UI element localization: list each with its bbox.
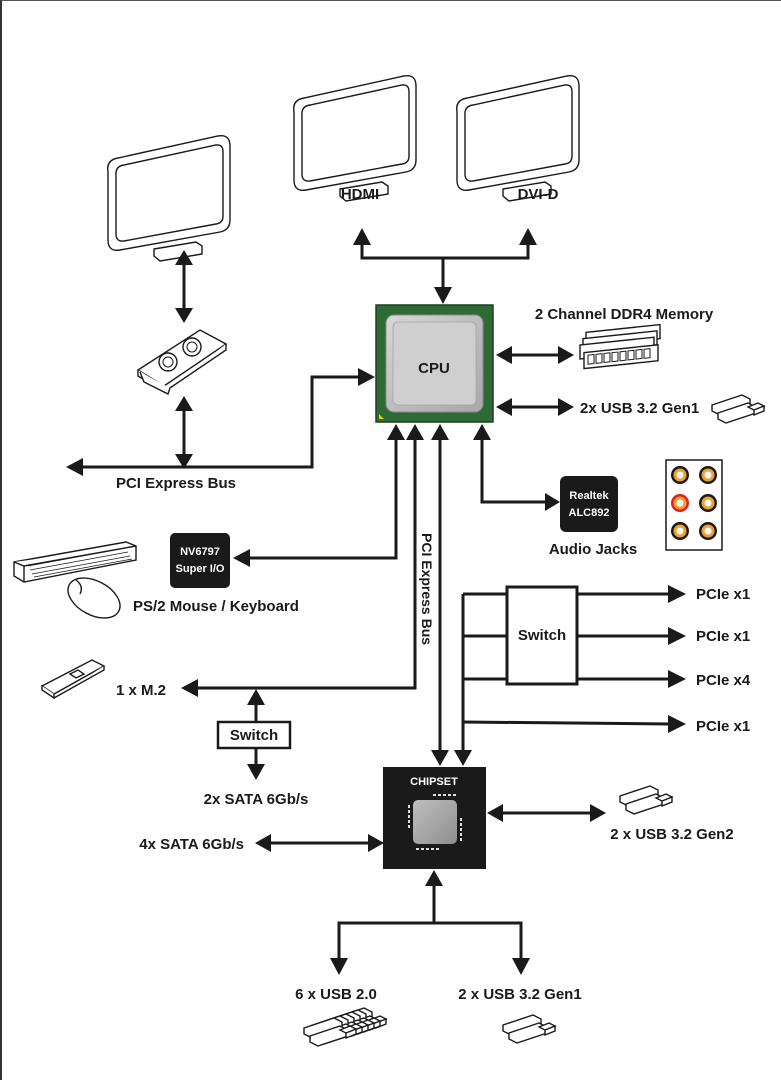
- monitor-dvid: [456, 75, 580, 202]
- usb20-sticks-icon: [303, 1007, 387, 1047]
- m2-ssd-icon: [40, 659, 106, 700]
- pcie-to-m2-link: [181, 424, 424, 697]
- monitor-hdmi: [293, 75, 417, 202]
- m2-sata-switch: Switch: [216, 689, 292, 780]
- audio-jacks-panel: [665, 459, 723, 551]
- pcie-slot-2-label: PCIe x1: [696, 628, 750, 645]
- superio-link: [233, 424, 405, 567]
- memory-link: [496, 346, 574, 364]
- audio-jack-hole: [704, 471, 712, 479]
- audio-jack-hole: [704, 527, 712, 535]
- usb20-label: 6 x USB 2.0: [295, 986, 377, 1003]
- cpu-usb-label: 2x USB 3.2 Gen1: [580, 400, 699, 417]
- dvid-label: DVI-D: [518, 186, 559, 203]
- audio-jack-hole: [704, 499, 712, 507]
- sata-switched-label: 2x SATA 6Gb/s: [204, 791, 309, 808]
- realtek-audio-chip: Realtek ALC892: [560, 476, 618, 532]
- audio-chip-line1: Realtek: [569, 490, 609, 502]
- usb-gen2-label: 2 x USB 3.2 Gen2: [610, 826, 733, 843]
- memory-label: 2 Channel DDR4 Memory: [535, 306, 714, 323]
- graphics-card-icon: [136, 329, 228, 395]
- chipset-sata-link: [255, 834, 384, 852]
- hdmi-label: HDMI: [341, 186, 379, 203]
- ddr4-memory-icon: [579, 323, 661, 370]
- usb-gen1-chipset-label: 2 x USB 3.2 Gen1: [458, 986, 581, 1003]
- pcie-slot-4-label: PCIe x1: [696, 718, 750, 735]
- chipset-usb-bottom-link: [330, 870, 530, 975]
- cpu-chip: CPU: [375, 304, 494, 423]
- usb-gen2-stick-icon: [619, 785, 673, 815]
- chipset-chip: CHIPSET: [383, 767, 486, 869]
- pci-express-bus-vertical-label: PCI Express Bus: [419, 533, 435, 645]
- pcie-slots-tree: Switch: [454, 585, 686, 766]
- display-output-connector: [353, 228, 537, 304]
- audio-jacks-label: Audio Jacks: [549, 541, 637, 558]
- audio-chip-line2: ALC892: [569, 507, 610, 519]
- cpu-chipset-link: [431, 424, 449, 766]
- m2-label: 1 x M.2: [116, 682, 166, 699]
- keyboard-icon: [13, 541, 137, 583]
- superio-chip-line1: NV6797: [180, 546, 220, 558]
- m2-switch-label: Switch: [230, 727, 278, 744]
- ps2-label: PS/2 Mouse / Keyboard: [133, 598, 299, 615]
- audio-jack-hole: [676, 527, 684, 535]
- pcie-bus-left: [66, 368, 375, 476]
- cpu-label: CPU: [418, 360, 450, 377]
- usb-stick-icon: [711, 394, 765, 424]
- pcie-slot-3-label: PCIe x4: [696, 672, 751, 689]
- audio-link: [473, 424, 560, 511]
- pci-express-bus-label: PCI Express Bus: [116, 475, 236, 492]
- pcie-slot-1-label: PCIe x1: [696, 586, 750, 603]
- mouse-icon: [67, 577, 121, 619]
- sata-chipset-label: 4x SATA 6Gb/s: [139, 836, 244, 853]
- gpu-display-link: [175, 250, 193, 323]
- pcie-switch-label: Switch: [518, 627, 566, 644]
- superio-chip: NV6797 Super I/O: [170, 533, 230, 588]
- gpu-pcie-link: [175, 396, 193, 469]
- cpu-usb-link: [496, 398, 574, 416]
- audio-jack-hole: [676, 471, 684, 479]
- audio-jack-hole: [676, 499, 684, 507]
- superio-chip-line2: Super I/O: [176, 563, 225, 575]
- usb-gen1-sticks-icon: [502, 1014, 556, 1044]
- chipset-usb-gen2-link: [487, 804, 606, 822]
- monitor-discrete-gpu: [107, 135, 231, 262]
- chipset-label: CHIPSET: [410, 776, 458, 788]
